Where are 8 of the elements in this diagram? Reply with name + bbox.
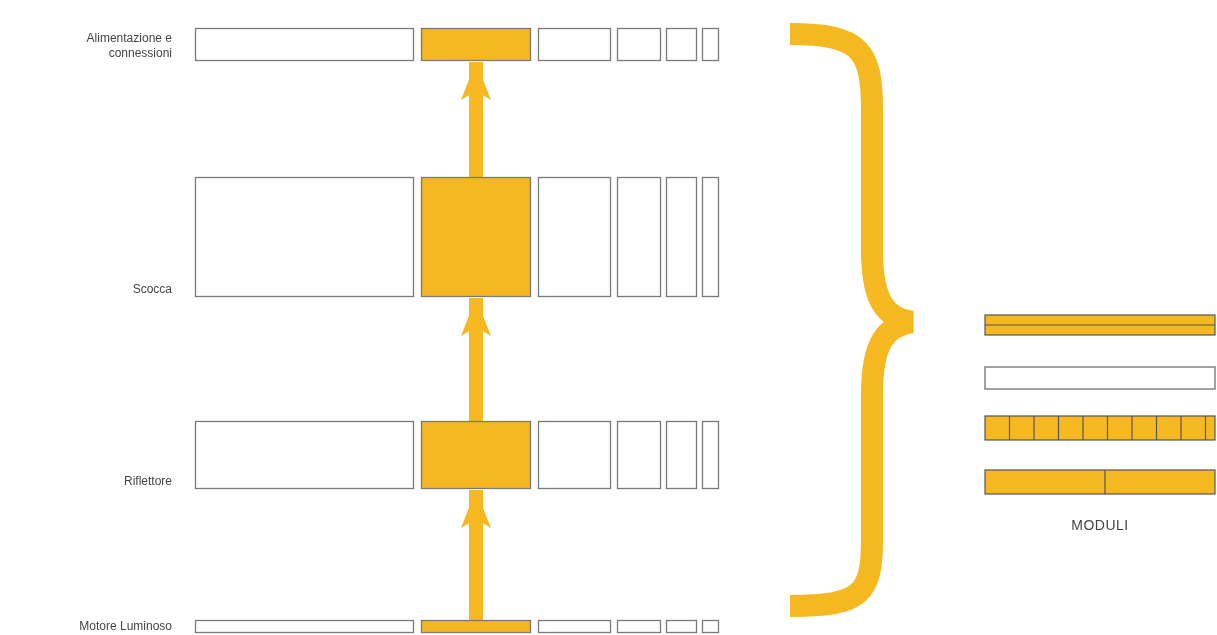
arrow	[461, 490, 491, 620]
arrow	[461, 298, 491, 421]
layer-label: Scocca	[131, 282, 172, 297]
layer-label: Alimentazione e connessioni	[85, 31, 172, 61]
layer-label: Motore Luminoso	[78, 619, 172, 634]
layer-label: Riflettore	[122, 474, 172, 489]
group-label: MODULI	[1070, 518, 1130, 533]
arrow	[461, 62, 491, 177]
